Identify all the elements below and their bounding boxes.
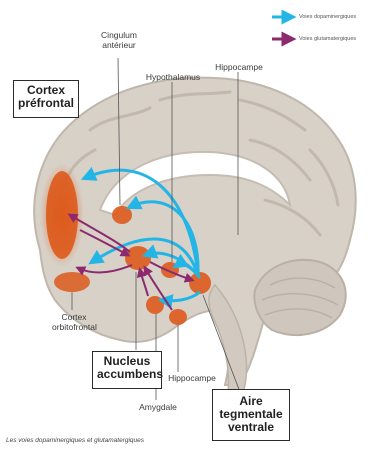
box-aire-tegmentale: Aire tegmentale ventrale	[212, 389, 290, 441]
box-cortex-prefrontal: Cortex préfrontal	[13, 80, 79, 118]
cingulum-region	[112, 206, 132, 224]
legend-arrows	[272, 17, 292, 39]
legend-dopaminergic: Voies dopaminergiques	[299, 14, 356, 20]
hippocampus-region	[169, 309, 187, 325]
amygdala-region	[146, 296, 164, 314]
label-amygdale: Amygdale	[138, 402, 178, 412]
orbitofrontal-region	[54, 272, 90, 292]
label-cortex-orbitofrontal: Cortex orbitofrontal	[52, 312, 96, 332]
caption: Les voies dopaminergiques et glutamaterg…	[6, 437, 144, 444]
vta-region	[189, 272, 211, 294]
legend-glutamatergic: Voies glutamatergiques	[299, 36, 356, 42]
label-hippocampe-top: Hippocampe	[212, 62, 266, 72]
label-hypothalamus: Hypothalamus	[145, 72, 201, 82]
box-nucleus-accumbens: Nucleus accumbens	[92, 351, 162, 389]
label-hippocampe-bottom: Hippocampe	[166, 373, 218, 383]
label-cingulum: Cingulum antérieur	[96, 30, 142, 50]
